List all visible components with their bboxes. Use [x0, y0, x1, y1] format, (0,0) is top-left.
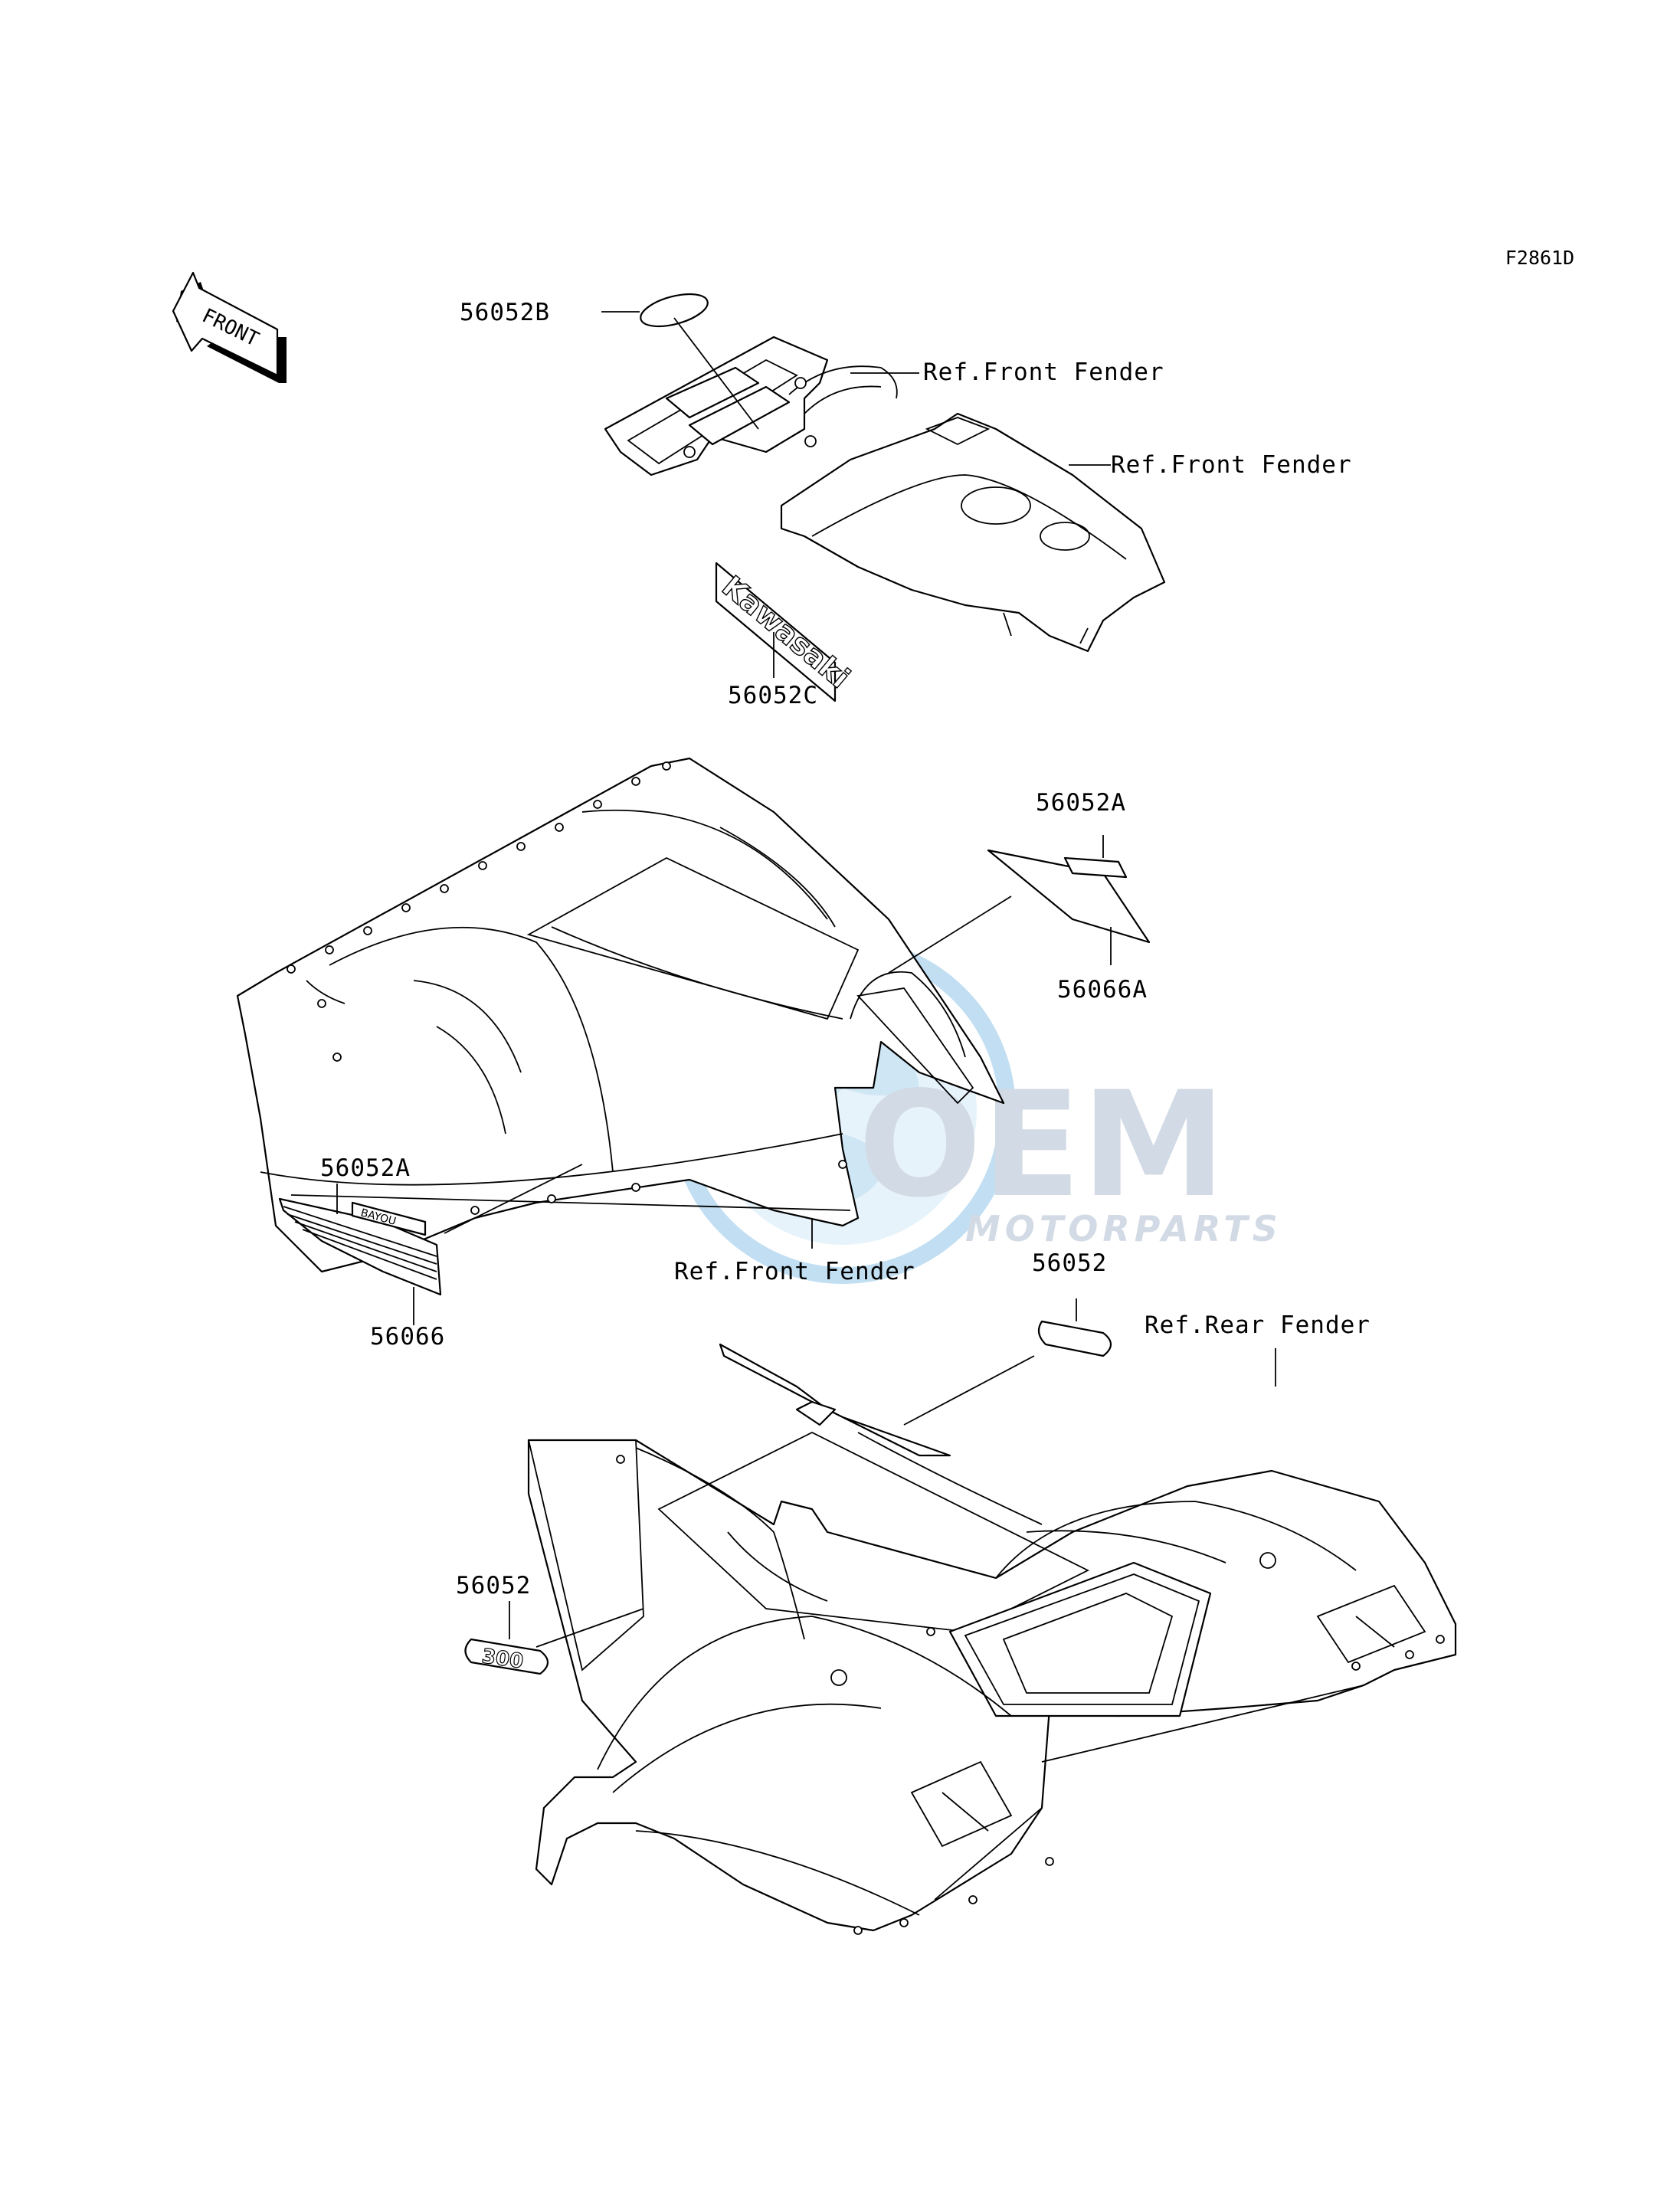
label-56066: 56066 [370, 1323, 445, 1351]
label-ref-front-fender-3: Ref.Front Fender [674, 1258, 915, 1285]
rear-fender [527, 1343, 1457, 1935]
figure-code: F2861D [1505, 247, 1574, 269]
label-56052A-left: 56052A [320, 1154, 411, 1182]
decal-56066-bayou-stripe [278, 1197, 442, 1296]
label-ref-front-fender-1: Ref.Front Fender [923, 359, 1164, 386]
watermark-oem: OEM [858, 1060, 1226, 1229]
kawasaki-decal-text: Kawasaki [716, 569, 856, 695]
leader-lines [336, 311, 1276, 1648]
label-56052-right: 56052 [1032, 1249, 1107, 1277]
decal-56052A-right [1063, 856, 1128, 879]
watermark-motorparts: MOTORPARTS [965, 1208, 1282, 1249]
label-56052B: 56052B [460, 299, 550, 326]
label-ref-front-fender-2: Ref.Front Fender [1111, 451, 1352, 479]
mounting-holes [287, 761, 847, 1215]
decal-56052-right [1037, 1320, 1112, 1357]
decal-56052B [640, 293, 709, 328]
label-56052A-right: 56052A [1036, 789, 1126, 817]
front-fender-cover-large [780, 412, 1166, 653]
front-fender-cover-small [604, 336, 898, 476]
front-direction-arrow-icon: FRONT [172, 271, 287, 383]
decal-56066A [987, 849, 1151, 944]
label-56066A: 56066A [1057, 976, 1148, 1004]
decal-56052-300-badge: 300 [464, 1638, 549, 1675]
label-ref-rear-fender: Ref.Rear Fender [1145, 1311, 1371, 1339]
model-300-decal-text: 300 [480, 1645, 525, 1673]
decal-56052C-kawasaki: Kawasaki [716, 562, 856, 702]
label-56052C: 56052C [728, 682, 818, 709]
front-fender-main [236, 757, 1005, 1273]
label-56052-left: 56052 [456, 1572, 531, 1599]
